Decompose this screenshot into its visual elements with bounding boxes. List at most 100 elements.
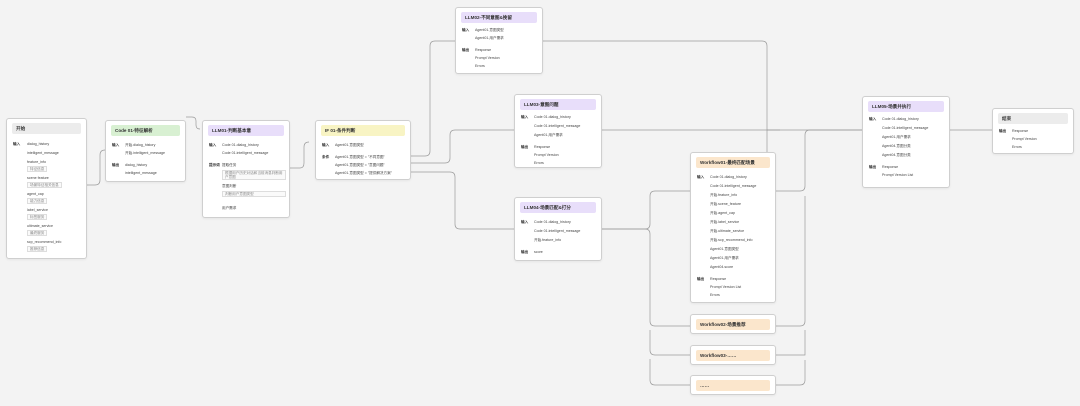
workflow01-node-title: Workflow01-最终匹配场景 <box>696 157 770 168</box>
workflow02-node-title: Workflow02-场景推荐 <box>696 319 770 330</box>
wf01-output: Prompt Version List <box>710 285 742 289</box>
llm01-prompt-text: 根据用户历史对话和当前消息判断用户意图 <box>222 170 286 181</box>
code01-input-label: 输入 <box>112 143 120 147</box>
wf01-input: Agent01.意图类型 <box>710 247 739 251</box>
wf01-input: 开始.agent_cap <box>710 211 735 215</box>
wf01-output: Response <box>710 277 727 281</box>
workflow04-node[interactable]: …… <box>690 375 776 395</box>
start-node[interactable]: 开始 输入 dialog_history intelligent_message… <box>6 118 87 259</box>
if01-condition: Agent01.意图类型 = "不同意图" <box>335 155 385 159</box>
wf01-input: 开始.scp_recommend_info <box>710 238 753 242</box>
llm01-input: Code 01.dialog_history <box>222 143 259 147</box>
code01-node-title: Code 01-特征解析 <box>111 125 180 136</box>
wire-llm04-wf02 <box>602 228 690 327</box>
wire-wf03-llm05 <box>776 330 806 356</box>
llm03-input: Agent01.用户需求 <box>534 133 563 137</box>
llm03-input-label: 输入 <box>521 115 529 119</box>
wire-wf04-llm05 <box>776 360 806 386</box>
llm04-node-title: LLM04-场景匹配&打分 <box>520 202 596 213</box>
wire-wf02-llm05 <box>776 196 806 327</box>
llm02-output: Prompt Version <box>475 56 500 60</box>
wire-if01-llm02 <box>407 40 455 157</box>
wire-if01-llm04 <box>407 171 515 230</box>
start-field: label_service <box>27 208 48 212</box>
if01-cond-label: 条件 <box>322 155 330 159</box>
workflow02-node[interactable]: Workflow02-场景推荐 <box>690 314 776 334</box>
start-field: agent_cap <box>27 192 44 196</box>
llm04-input: Code 01.dialog_history <box>534 220 571 224</box>
end-output: Prompt Version <box>1012 137 1037 141</box>
if01-input-label: 输入 <box>322 143 330 147</box>
llm01-prompt-label: 提示词 <box>209 163 220 167</box>
start-field: scp_recommend_info <box>27 240 62 244</box>
workflow01-node[interactable]: Workflow01-最终匹配场景 输入 Code 01.dialog_hist… <box>690 152 776 303</box>
llm02-output: Response <box>475 48 492 52</box>
end-node[interactable]: 结束 输出 Response Prompt Version Errors <box>992 108 1074 154</box>
end-output: Response <box>1012 129 1029 133</box>
llm03-output: Prompt Version <box>534 153 559 157</box>
llm02-node-title: LLM02-不同意图&挽留 <box>461 12 537 23</box>
llm05-node-title: LLM05-场景并执行 <box>868 101 944 112</box>
wire-wf01-llm05 <box>776 129 862 192</box>
llm03-node[interactable]: LLM03-意图问题 输入 Code 01.dialog_history Cod… <box>514 94 602 168</box>
code01-output: dialog_history <box>125 163 148 167</box>
start-field: dialog_history <box>27 142 50 146</box>
start-node-title: 开始 <box>12 123 81 134</box>
llm03-input: Code 01.dialog_history <box>534 115 571 119</box>
llm01-node-title: LLM01-判断基本意 <box>208 125 284 136</box>
llm02-input: Agent01.意图类型 <box>475 28 504 32</box>
workflow03-node[interactable]: Workflow03-…… <box>690 345 776 365</box>
wf01-output: Errors <box>710 293 720 297</box>
llm04-input: 开始.feature_info <box>534 238 562 242</box>
llm02-input-label: 输入 <box>462 28 470 32</box>
if01-input: Agent01.意图类型 <box>335 143 364 147</box>
if01-condition: Agent01.意图类型 = "意图问题" <box>335 163 385 167</box>
start-field-desc: 最终服务 <box>27 230 48 237</box>
start-field: intelligent_message <box>27 151 59 155</box>
llm01-prompt-title: 用户需求 <box>222 206 237 210</box>
llm05-input: Agent04.意图分类 <box>882 153 911 157</box>
llm02-node[interactable]: LLM02-不同意图&挽留 输入 Agent01.意图类型 Agent01.用户… <box>455 7 543 74</box>
start-field: scene feature <box>27 176 49 180</box>
llm04-output: score <box>534 250 543 254</box>
llm05-node[interactable]: LLM05-场景并执行 输入 Code 01.dialog_history Co… <box>862 96 950 188</box>
wire-llm04-wf01 <box>602 190 690 230</box>
wf01-input: Agent01.用户需求 <box>710 256 739 260</box>
llm04-node[interactable]: LLM04-场景匹配&打分 输入 Code 01.dialog_history … <box>514 197 602 261</box>
code01-output-label: 输出 <box>112 163 120 167</box>
llm05-input-label: 输入 <box>869 117 877 121</box>
workflow04-node-title: …… <box>696 380 770 391</box>
wf01-input: Code 01.dialog_history <box>710 175 747 179</box>
code01-input: 开始.intelligent_message <box>125 151 165 155</box>
llm05-input: Code 01.intelligent_message <box>882 126 929 130</box>
start-field-desc: 标签服务 <box>27 214 48 221</box>
wf01-input: Code 01.intelligent_message <box>710 184 757 188</box>
llm05-output: Prompt Version List <box>882 173 914 177</box>
if01-condition: Agent01.意图类型 = "提供解决方案" <box>335 171 392 175</box>
start-input-label: 输入 <box>13 142 21 146</box>
llm01-prompt-title: 意图判断 <box>222 184 237 188</box>
llm05-output-label: 输出 <box>869 165 877 169</box>
llm03-output-label: 输出 <box>521 145 529 149</box>
llm03-output: Errors <box>534 161 544 165</box>
llm01-prompt-title: 提取任务 <box>222 163 237 167</box>
code01-node[interactable]: Code 01-特征解析 输入 开始.dialog_history 开始.int… <box>105 120 186 182</box>
wire-llm04-wf04 <box>649 359 690 386</box>
wf01-input: 开始.ultimate_service <box>710 229 745 233</box>
llm04-input-label: 输入 <box>521 220 529 224</box>
start-field: ultimate_service <box>27 224 53 228</box>
if01-node-title: IF 01-条件判断 <box>321 125 405 136</box>
if01-node[interactable]: IF 01-条件判断 输入 Agent01.意图类型 条件 Agent01.意图… <box>315 120 411 180</box>
start-field-desc: 推荐信息 <box>27 246 48 253</box>
wf01-input: 开始.scene_feature <box>710 202 741 206</box>
code01-output: intelligent_message <box>125 171 157 175</box>
wire-llm04-wf03 <box>649 330 690 356</box>
llm03-output: Response <box>534 145 551 149</box>
wire-if01-llm03 <box>407 129 515 164</box>
llm02-input: Agent01.用户需求 <box>475 36 504 40</box>
wf01-input: 开始.feature_info <box>710 193 738 197</box>
end-output: Errors <box>1012 145 1022 149</box>
wf01-input-label: 输入 <box>697 175 705 179</box>
llm01-node[interactable]: LLM01-判断基本意 输入 Code 01.dialog_history Co… <box>202 120 290 218</box>
llm01-input-label: 输入 <box>209 143 217 147</box>
